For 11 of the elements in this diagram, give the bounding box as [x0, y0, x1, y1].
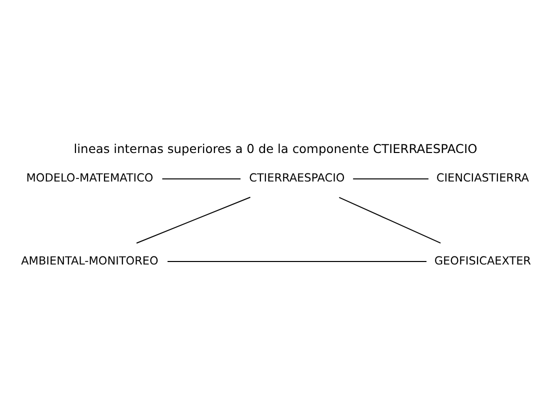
connector — [136, 196, 250, 244]
diagram-title: lineas internas superiores a 0 de la componente CTIERRAESPACIO — [74, 141, 478, 156]
node-text: CIENCIASTIERRA — [436, 171, 529, 184]
node-text: GEOFISICAEXTER — [434, 254, 531, 267]
connector — [168, 260, 426, 262]
connector — [162, 178, 241, 179]
connector — [338, 196, 441, 244]
node-text: MODELO-MATEMATICO — [26, 171, 154, 184]
connector — [353, 178, 428, 179]
node-text: CTIERRAESPACIO — [249, 171, 345, 184]
node-text: AMBIENTAL-MONITOREO — [21, 254, 158, 267]
